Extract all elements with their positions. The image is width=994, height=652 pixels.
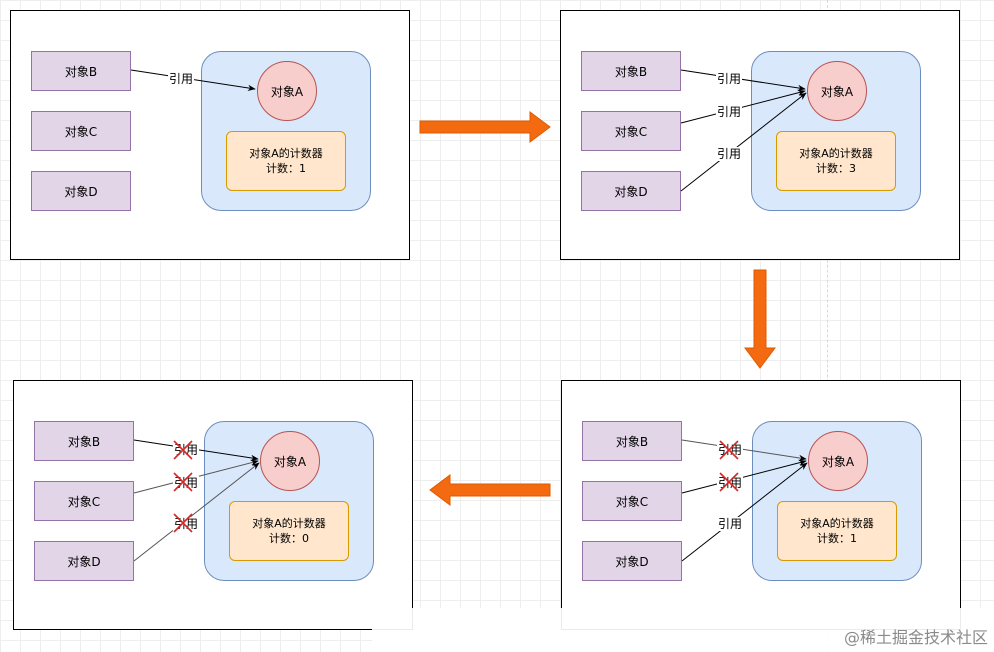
link-d-label: 引用: [717, 517, 744, 531]
panel-no-references: 对象B 对象C 对象D 对象A 对象A的计数器 计数：0 引用 引用 引用: [13, 380, 413, 630]
counter-value: 计数：1: [817, 532, 857, 545]
link-b-to-a: [680, 69, 806, 92]
object-d-box[interactable]: 对象D: [581, 171, 681, 211]
object-a-counter[interactable]: 对象A的计数器 计数：1: [777, 501, 897, 561]
counter-value: 计数：3: [816, 162, 856, 175]
reference-links: [681, 439, 808, 562]
flow-arrow-right-icon: [419, 111, 551, 143]
object-c-box[interactable]: 对象C: [582, 481, 682, 521]
link-d-to-a: [681, 462, 808, 562]
object-a-node[interactable]: 对象A: [807, 61, 867, 121]
counter-title: 对象A的计数器: [249, 147, 323, 160]
canvas-guide-line: [827, 0, 828, 652]
counter-value: 计数：1: [266, 162, 306, 175]
link-b-label: 引用: [168, 72, 195, 86]
counter-title: 对象A的计数器: [800, 517, 874, 530]
object-d-box[interactable]: 对象D: [31, 171, 131, 211]
removed-reference-x-icon: [719, 472, 739, 492]
removed-reference-x-icon: [719, 440, 739, 460]
link-c-label: 引用: [716, 105, 743, 119]
counter-title: 对象A的计数器: [799, 147, 873, 160]
object-d-box[interactable]: 对象D: [34, 541, 134, 581]
object-b-box[interactable]: 对象B: [582, 421, 682, 461]
reference-links: [680, 69, 807, 192]
object-c-box[interactable]: 对象C: [34, 481, 134, 521]
reference-links: [130, 69, 256, 92]
link-b-label: 引用: [716, 72, 743, 86]
link-c-to-a: [680, 89, 806, 124]
counter-value: 计数：0: [269, 532, 309, 545]
object-a-counter[interactable]: 对象A的计数器 计数：1: [226, 131, 346, 191]
object-d-box[interactable]: 对象D: [582, 541, 682, 581]
link-c-to-a: [681, 459, 807, 494]
object-c-box[interactable]: 对象C: [581, 111, 681, 151]
link-d-to-a: [133, 462, 260, 562]
flow-arrow-down-icon: [744, 269, 776, 369]
object-b-box[interactable]: 对象B: [581, 51, 681, 91]
object-a-node[interactable]: 对象A: [260, 431, 320, 491]
removed-reference-x-icon: [173, 472, 193, 492]
panel-three-references: 对象B 对象C 对象D 对象A 对象A的计数器 计数：3 引用 引用 引用: [560, 10, 960, 260]
object-b-box[interactable]: 对象B: [34, 421, 134, 461]
panel-initial: 对象B 对象C 对象D 对象A 对象A的计数器 计数：1 引用: [10, 10, 410, 260]
removed-reference-x-icon: [173, 440, 193, 460]
object-a-node[interactable]: 对象A: [808, 431, 868, 491]
removed-reference-x-icon: [173, 513, 193, 533]
object-a-counter[interactable]: 对象A的计数器 计数：3: [776, 131, 896, 191]
link-b-to-a: [681, 439, 807, 462]
watermark-text: @稀土掘金技术社区: [843, 628, 988, 647]
flow-arrow-left-icon: [429, 474, 551, 506]
watermark-band: @稀土掘金技术社区: [372, 608, 994, 652]
link-d-label: 引用: [716, 147, 743, 161]
counter-title: 对象A的计数器: [252, 517, 326, 530]
object-b-box[interactable]: 对象B: [31, 51, 131, 91]
object-a-counter[interactable]: 对象A的计数器 计数：0: [229, 501, 349, 561]
reference-links: [133, 439, 260, 562]
panel-one-reference: 对象B 对象C 对象D 对象A 对象A的计数器 计数：1 引用 引用 引用: [561, 380, 961, 630]
object-c-box[interactable]: 对象C: [31, 111, 131, 151]
object-a-node[interactable]: 对象A: [257, 61, 317, 121]
link-d-to-a: [680, 92, 807, 192]
